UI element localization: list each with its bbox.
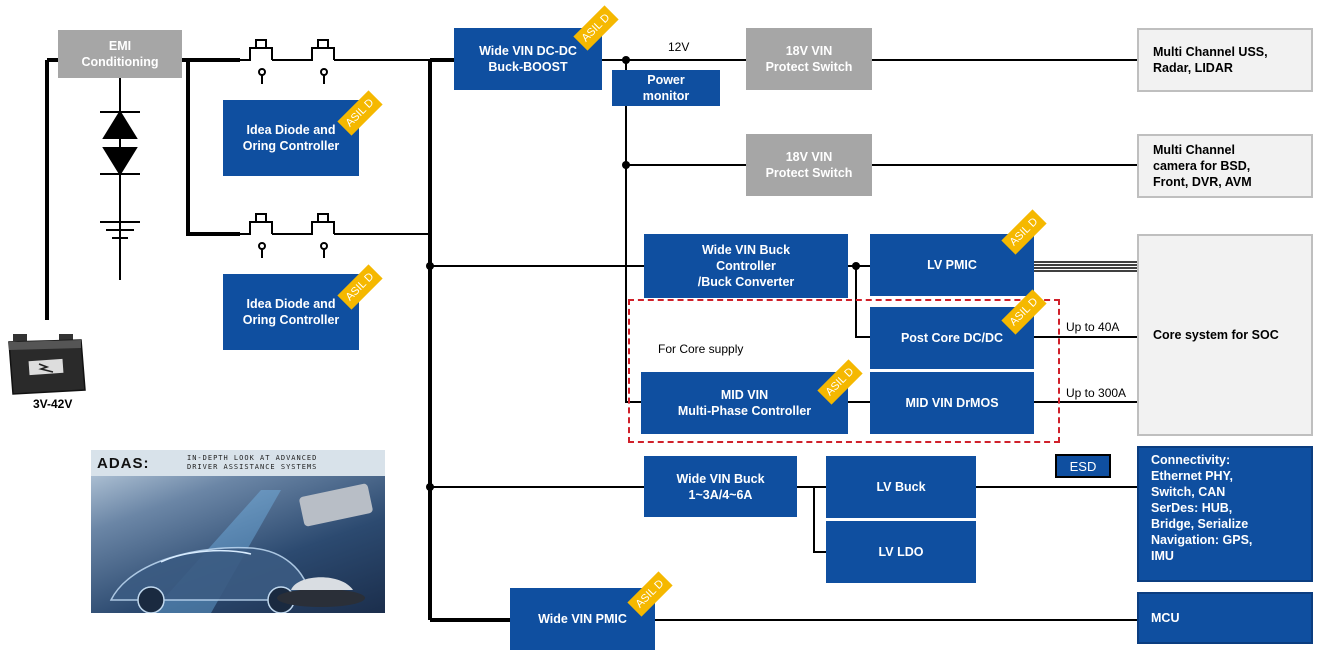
- power-monitor-block: Power monitor: [612, 70, 720, 106]
- rail-12v-label: 12V: [668, 40, 690, 54]
- battery-voltage-label: 3V-42V: [33, 397, 73, 411]
- adas-illustration: ADAS: IN-DEPTH LOOK AT ADVANCED DRIVER A…: [91, 450, 385, 613]
- lv-ldo-block: LV LDO: [826, 521, 976, 583]
- output-mcu: MCU: [1137, 592, 1313, 644]
- ideal-diode-controller-2: Idea Diode and Oring Controller: [223, 274, 359, 350]
- output-core-soc: Core system for SOC: [1137, 234, 1313, 436]
- current-300a-label: Up to 300A: [1066, 386, 1127, 400]
- mid-vin-drmos-block: MID VIN DrMOS: [870, 372, 1034, 434]
- buck-controller-block: Wide VIN Buck Controller /Buck Converter: [644, 234, 848, 298]
- battery-icon: [7, 330, 87, 407]
- lv-buck-block: LV Buck: [826, 456, 976, 518]
- protect-switch-1: 18V VIN Protect Switch: [746, 28, 872, 90]
- emi-conditioning-block: EMI Conditioning: [58, 30, 182, 78]
- wide-vin-buck-block: Wide VIN Buck 1~3A/4~6A: [644, 456, 797, 517]
- ideal-diode-controller-1: Idea Diode and Oring Controller: [223, 100, 359, 176]
- mid-vin-controller-block: MID VIN Multi-Phase Controller: [641, 372, 848, 434]
- esd-badge: ESD: [1055, 454, 1111, 478]
- output-connectivity: Connectivity: Ethernet PHY, Switch, CAN …: [1137, 446, 1313, 582]
- core-supply-label: For Core supply: [658, 342, 744, 356]
- dcdc-buck-boost-block: Wide VIN DC-DC Buck-BOOST: [454, 28, 602, 90]
- output-uss-radar-lidar: Multi Channel USS, Radar, LIDAR: [1137, 28, 1313, 92]
- protect-switch-2: 18V VIN Protect Switch: [746, 134, 872, 196]
- core-supply-region: [628, 299, 1060, 443]
- adas-subtitle: IN-DEPTH LOOK AT ADVANCED DRIVER ASSISTA…: [187, 454, 318, 471]
- adas-title: ADAS:: [97, 455, 150, 472]
- output-camera: Multi Channel camera for BSD, Front, DVR…: [1137, 134, 1313, 198]
- current-40a-label: Up to 40A: [1066, 320, 1120, 334]
